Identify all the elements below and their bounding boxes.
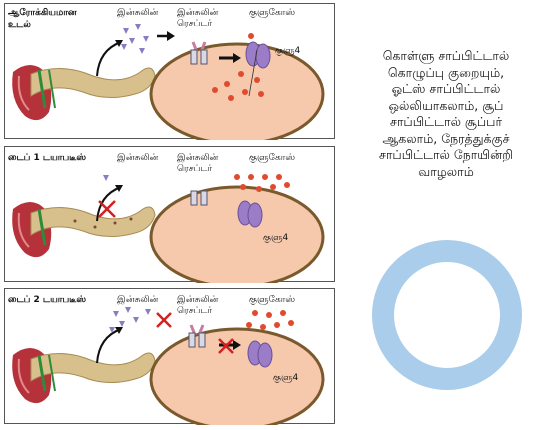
- ring-icon: [372, 240, 522, 390]
- cross-icon: [98, 200, 116, 218]
- insulin-molecules: [109, 307, 151, 333]
- glucose-molecules: [212, 33, 264, 101]
- glucose-label: குளுகோஸ்: [249, 8, 296, 18]
- receptor-label-line1: இன்சுலின்: [177, 8, 219, 18]
- panel-type2-diabetes: டைப் 2 டயாபடீஸ் இன்சுலின் இன்சுலின் ரெசப…: [4, 288, 335, 425]
- insulin-molecule-icon: [103, 175, 109, 181]
- caption-line: சாப்பிட்டால் சூப்பர்: [389, 114, 503, 129]
- cross-icon: [218, 338, 234, 354]
- panel-type1-diabetes: டைப் 1 டயாபடீஸ் இன்சுலின் இன்சுலின் ரெசப…: [4, 146, 335, 283]
- cell-membrane: [149, 185, 325, 283]
- caption-line: ஒல்லியாகலாம், சூப்: [388, 97, 504, 113]
- caption-line: கொழுப்பு குறையும்,: [387, 64, 505, 80]
- glut4-label: குளு4: [273, 373, 299, 383]
- glucose-label: குளுகோஸ்: [249, 295, 296, 305]
- arrow-icon: [96, 328, 122, 364]
- panel-title: டைப் 1 டயாபடீஸ்: [8, 153, 87, 163]
- receptor-label-line2: ரெசப்டர்: [177, 19, 213, 29]
- caption-line: வாழலாம்: [418, 163, 474, 179]
- glut4-transporter-icon: [247, 340, 273, 368]
- caption-text: கொள்ளு சாப்பிட்டால் கொழுப்பு குறையும், ஓ…: [350, 48, 542, 180]
- glut4-label: குளு4: [275, 46, 301, 56]
- cross-icon: [156, 312, 172, 328]
- receptor-label-line1: இன்சுலின்: [177, 153, 219, 163]
- panel-title: டைப் 2 டயாபடீஸ்: [8, 295, 87, 305]
- cell-membrane: [149, 327, 325, 425]
- glut4-transporter-icon: [245, 41, 271, 69]
- glucose-molecules: [234, 174, 290, 192]
- caption-line: ஆகலாம், நேரத்துக்குச்: [382, 130, 510, 146]
- pancreas-icon: [30, 206, 156, 237]
- caption-line: ஓட்ஸ் சாப்பிட்டால்: [391, 81, 501, 96]
- insulin-molecules: [121, 24, 149, 54]
- cell-membrane: [149, 42, 325, 140]
- panel-title-line2: உடல்: [8, 20, 31, 30]
- receptor-icon: [188, 324, 206, 348]
- caption-line: சாப்பிட்டால் நோயின்றி: [378, 147, 514, 162]
- receptor-label-line2: ரெசப்டர்: [177, 306, 213, 316]
- panel-healthy-body: ஆரோக்கியமான உடல் இன்சுலின் இன்சுலின் ரெச…: [4, 3, 335, 140]
- healthy-diagram: [12, 24, 325, 140]
- type2-diagram: [12, 307, 325, 425]
- panel-title-line1: ஆரோக்கியமான: [8, 8, 77, 18]
- receptor-label-line1: இன்சுலின்: [177, 295, 219, 305]
- receptor-icon: [190, 190, 208, 206]
- glucose-molecules: [246, 310, 294, 330]
- caption-line: கொள்ளு சாப்பிட்டால்: [382, 48, 510, 63]
- type1-diagram: [12, 174, 325, 283]
- receptor-label-line2: ரெசப்டர்: [177, 164, 213, 174]
- glucose-label: குளுகோஸ்: [249, 153, 296, 163]
- insulin-label: இன்சுலின்: [117, 153, 159, 163]
- glut4-transporter-icon: [237, 200, 263, 228]
- receptor-icon: [190, 41, 208, 65]
- insulin-label: இன்சுலின்: [117, 295, 159, 305]
- insulin-label: இன்சுலின்: [117, 8, 159, 18]
- arrow-icon: [96, 41, 122, 77]
- glut4-label: குளு4: [263, 233, 289, 243]
